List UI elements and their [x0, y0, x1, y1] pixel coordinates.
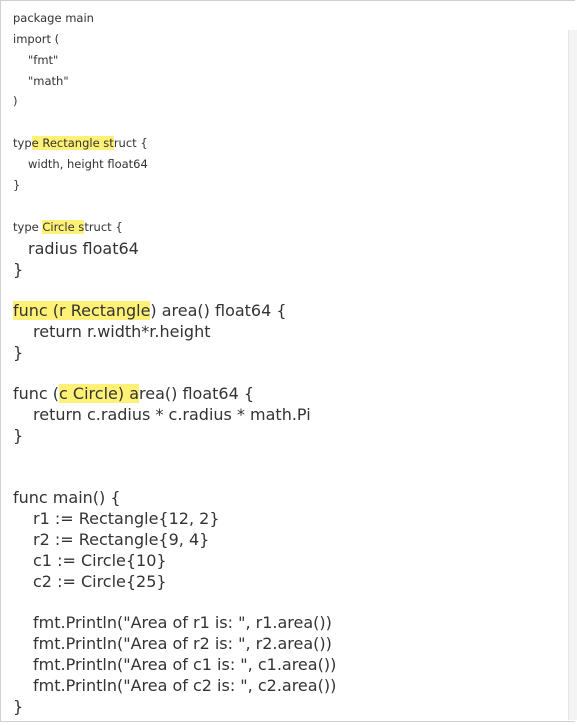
code-text: func ( [13, 384, 60, 403]
code-line: return r.width*r.height [33, 322, 211, 341]
code-line: c1 := Circle{10} [33, 551, 167, 570]
code-line: fmt.Println("Area of c1 is: ", c1.area()… [33, 655, 337, 674]
code-line: r1 := Rectangle{12, 2} [33, 509, 220, 528]
code-line: "fmt" [28, 53, 59, 67]
code-line: type Circle struct { [13, 220, 123, 234]
scrollbar[interactable] [568, 30, 577, 720]
code-line: c2 := Circle{25} [33, 572, 167, 591]
code-text: type [13, 220, 43, 234]
code-line: r2 := Rectangle{9, 4} [33, 530, 210, 549]
code-line: "math" [28, 74, 69, 88]
code-text: rea() float64 { [139, 384, 255, 403]
highlight-span: Circle s [42, 220, 85, 234]
highlight-span: c Circle) a [59, 384, 139, 403]
code-text: typ [13, 136, 32, 150]
code-line: type Rectangle struct { [13, 136, 148, 150]
code-text: truct { [84, 220, 123, 234]
code-line: width, height float64 [28, 157, 148, 171]
code-line: fmt.Println("Area of c2 is: ", c2.area()… [33, 676, 337, 695]
code-line: return c.radius * c.radius * math.Pi [33, 405, 311, 424]
code-line: } [13, 178, 21, 192]
code-line: ) [13, 94, 18, 108]
code-line: radius float64 [28, 239, 139, 258]
code-line: } [13, 697, 24, 716]
code-line: func (r Rectangle) area() float64 { [13, 301, 287, 320]
code-line: package main [13, 11, 94, 25]
code-text: ruct { [113, 136, 148, 150]
code-line: fmt.Println("Area of r2 is: ", r2.area()… [33, 634, 332, 653]
code-line: } [13, 426, 24, 445]
highlight-span: func (r Rectangle [13, 301, 151, 320]
highlight-span: e Rectangle st [31, 136, 114, 150]
code-text: ) area() float64 { [150, 301, 287, 320]
code-line: func (c Circle) area() float64 { [13, 384, 255, 403]
code-line: func main() { [13, 488, 121, 507]
code-line: } [13, 260, 24, 279]
code-line: fmt.Println("Area of r1 is: ", r1.area()… [33, 613, 332, 632]
code-line: } [13, 343, 24, 362]
code-line: import ( [13, 32, 60, 46]
